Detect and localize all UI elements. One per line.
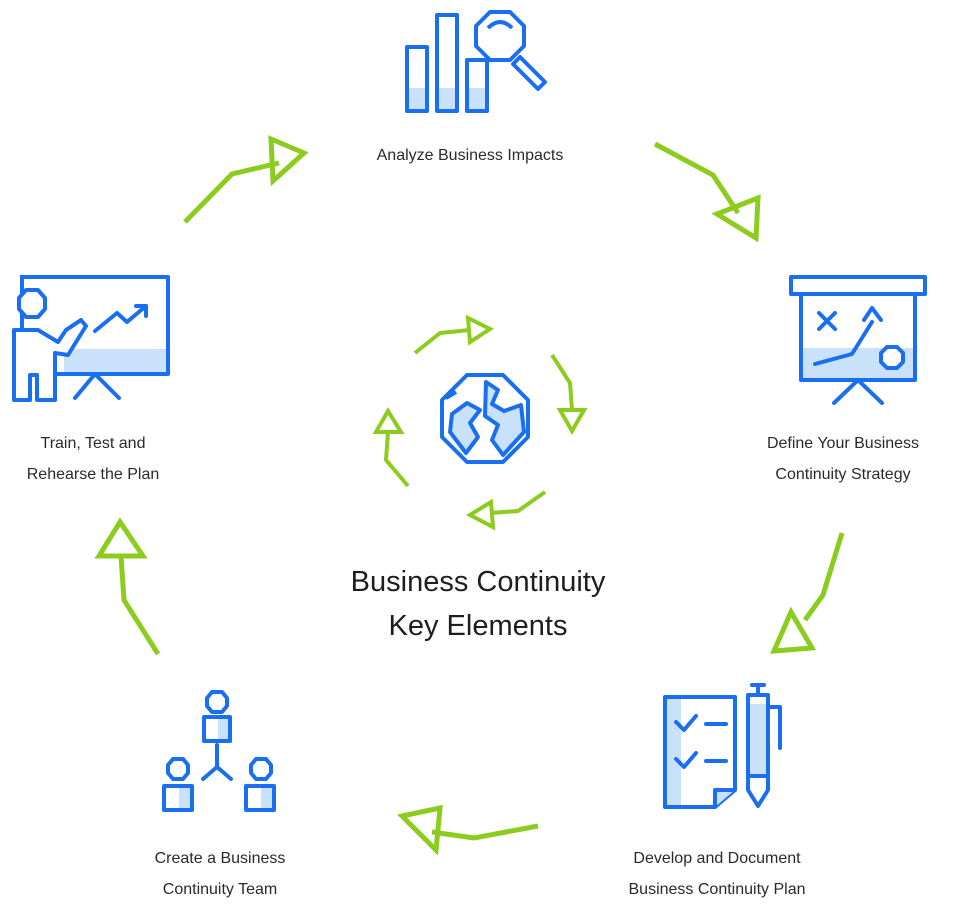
step-label-line: Rehearse the Plan [26, 466, 160, 483]
arrow-train-to-analyze [183, 135, 309, 224]
step-label-line: Train, Test and [40, 435, 146, 452]
inner-arrow-right [550, 353, 588, 436]
strategy-board-icon [789, 275, 927, 405]
step-label-team: Create a Business Continuity Team [110, 843, 330, 905]
arrow-define-to-develop [770, 532, 845, 654]
outer-arrows [94, 135, 845, 856]
inner-arrow-left [372, 407, 410, 488]
step-label-develop: Develop and Document Business Continuity… [587, 843, 847, 905]
inner-arrow-bottom [465, 490, 547, 531]
inner-arrow-top [413, 314, 495, 355]
step-label-analyze: Analyze Business Impacts [320, 140, 620, 171]
globe-icon [440, 373, 530, 464]
checklist-pen-icon [663, 683, 782, 809]
step-label-line: Create a Business [154, 850, 286, 867]
step-label-line: Business Continuity Plan [628, 881, 806, 898]
step-label-line: Develop and Document [633, 850, 801, 867]
arrow-analyze-to-define [653, 141, 761, 243]
arrow-develop-to-team [396, 804, 539, 856]
inner-arrows [372, 314, 588, 531]
center-title-line-1: Business Continuity [350, 566, 606, 598]
step-label-line: Define Your Business [766, 435, 920, 452]
step-label-line: Continuity Strategy [775, 466, 911, 483]
center-title: Business Continuity Key Elements [278, 560, 678, 648]
arrow-team-to-train [94, 517, 161, 656]
step-label-line: Analyze Business Impacts [376, 147, 564, 164]
step-label-define: Define Your Business Continuity Strategy [730, 428, 956, 490]
team-hierarchy-icon [162, 690, 276, 812]
step-label-line: Continuity Team [162, 881, 278, 898]
presentation-trainer-icon [12, 275, 170, 402]
center-title-line-2: Key Elements [388, 610, 568, 642]
bar-chart-magnifier-icon [405, 10, 547, 113]
step-label-train: Train, Test and Rehearse the Plan [0, 428, 186, 490]
